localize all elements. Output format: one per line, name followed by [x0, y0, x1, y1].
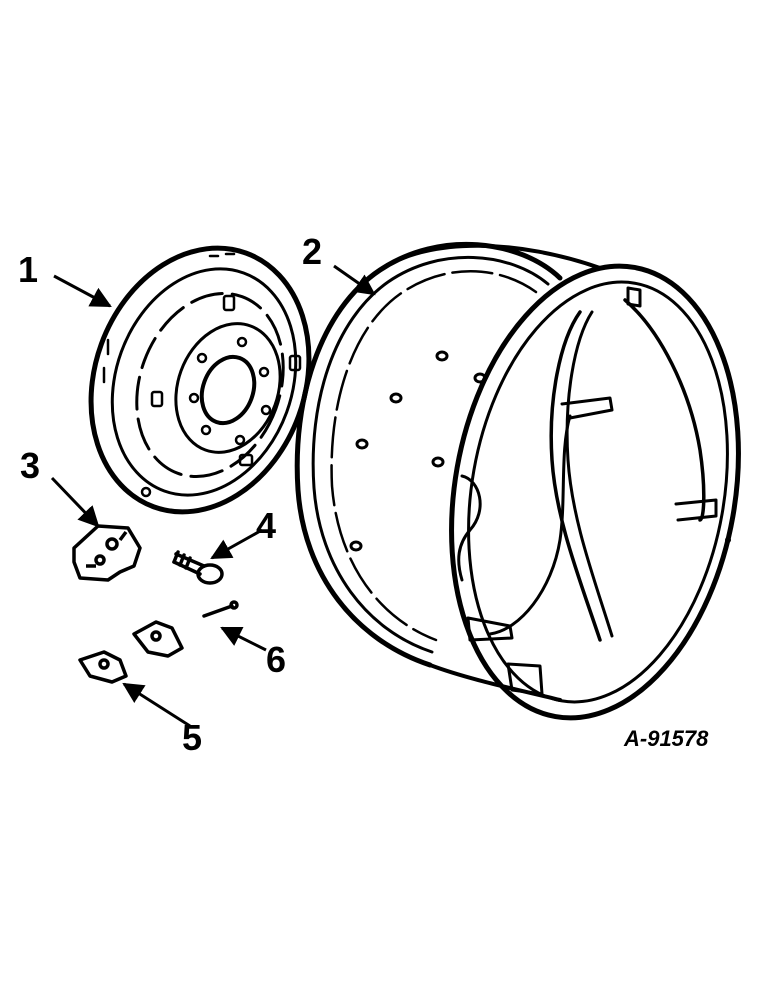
rim-clamp: [72, 524, 142, 582]
figure-id: A-91578: [623, 726, 709, 751]
clamp-bolt: [172, 550, 224, 585]
leader-arrow-3: [50, 476, 100, 528]
wheel-disc: [88, 245, 312, 515]
retaining-pin: [202, 600, 239, 618]
callout-3: 3: [20, 445, 40, 486]
clamp-lug: [78, 620, 184, 684]
callout-4: 4: [256, 505, 276, 546]
leader-arrow-1: [53, 274, 112, 308]
rim-holes: [349, 350, 487, 552]
leader-arrow-4: [210, 528, 263, 560]
stud-holes: [188, 336, 272, 446]
wheel-rim: [294, 241, 741, 721]
leader-arrows: [50, 264, 376, 728]
leader-arrow-6: [220, 626, 267, 652]
disc-clamp-slots: [102, 252, 302, 498]
callout-2: 2: [302, 231, 322, 272]
leader-arrow-2: [333, 264, 376, 296]
callout-1: 1: [18, 249, 38, 290]
leader-arrow-5: [122, 682, 191, 728]
callout-6: 6: [266, 639, 286, 680]
callout-5: 5: [182, 717, 202, 758]
